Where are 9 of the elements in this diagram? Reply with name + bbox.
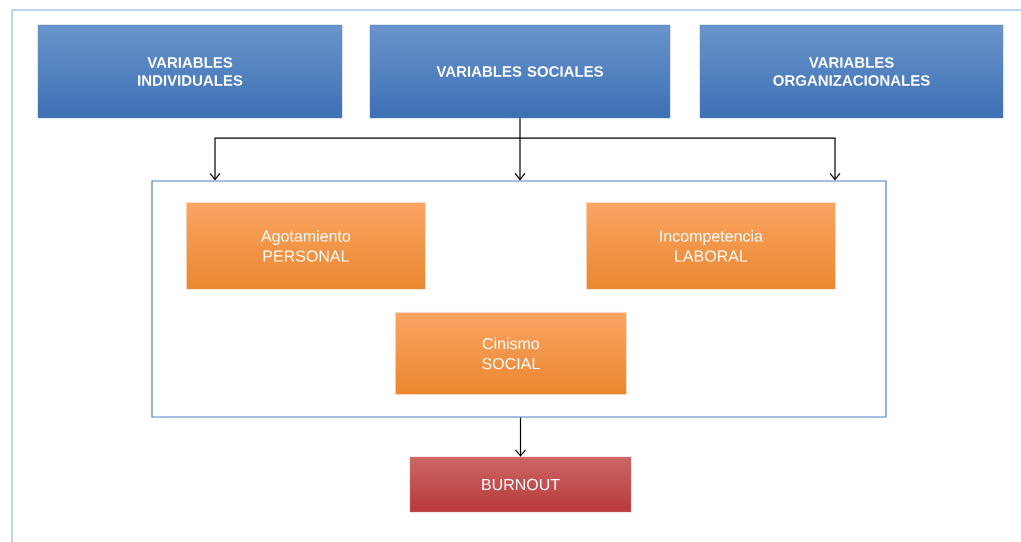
dimension-box: Cinismo SOCIAL	[395, 312, 627, 395]
arrow	[514, 417, 527, 457]
arrow	[209, 117, 841, 181]
dimension-box: Agotamiento PERSONAL	[186, 202, 426, 290]
outcome-box: BURNOUT	[409, 456, 632, 513]
variable-box: VARIABLES ORGANIZACIONALES	[699, 24, 1004, 119]
variable-box: VARIABLES INDIVIDUALES	[37, 24, 343, 119]
dimension-box: Incompetencia LABORAL	[586, 202, 836, 290]
variable-box: VARIABLES SOCIALES	[369, 24, 671, 119]
